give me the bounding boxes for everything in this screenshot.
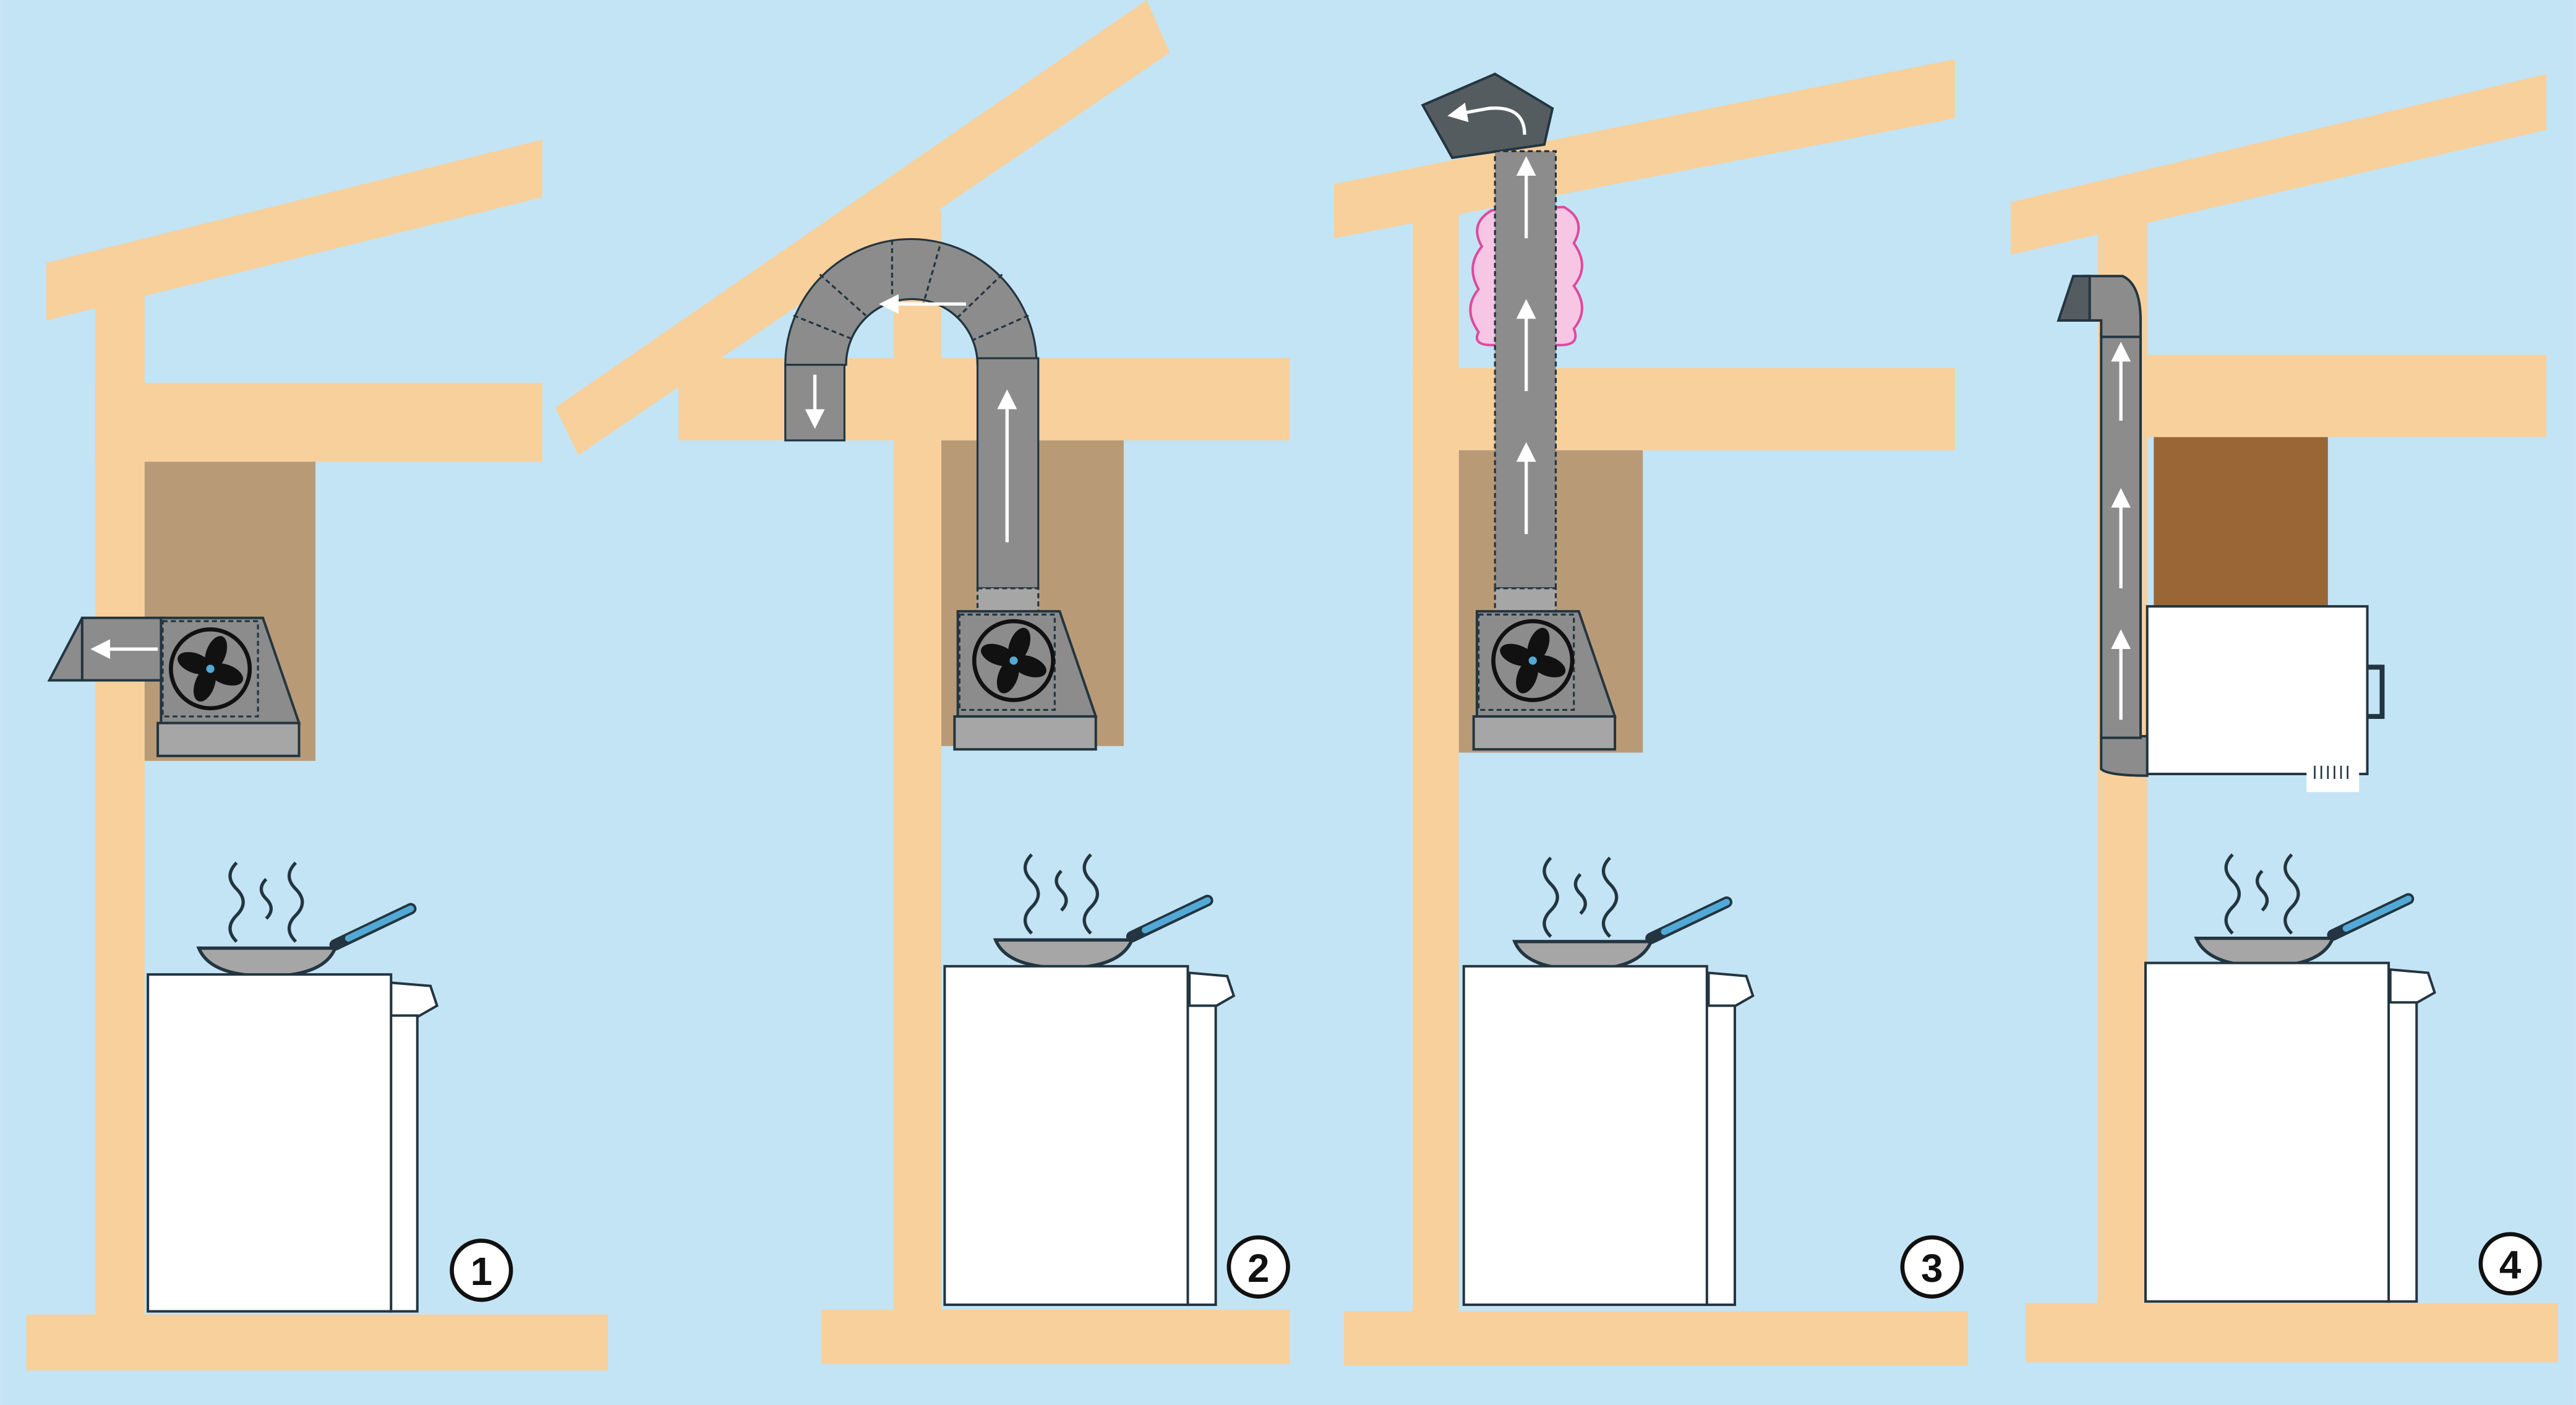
floor-plate: [821, 1309, 1290, 1364]
fan-icon: [169, 627, 252, 711]
wall-cap: [2056, 275, 2091, 322]
rafter: [46, 139, 542, 320]
panel-3: 3: [1333, 59, 1969, 1366]
stove: [943, 965, 1236, 1306]
panel-number-badge: 2: [1226, 1235, 1290, 1299]
floor-plate: [26, 1314, 608, 1371]
steam-icon: [228, 861, 304, 943]
steam-icon: [2224, 853, 2300, 935]
stove: [1462, 965, 1755, 1306]
floor-plate: [2026, 1303, 2558, 1362]
wall-stud: [95, 292, 145, 1331]
steam-icon: [1023, 853, 1100, 935]
hood-base: [1472, 715, 1617, 751]
arrow-icon: [1447, 102, 1526, 135]
panel-number-badge: 4: [2478, 1232, 2542, 1295]
panel-1: 1: [26, 139, 608, 1371]
ceiling-joist: [2097, 354, 2547, 437]
panel-2: 2: [555, 0, 1290, 1364]
frying-pan-icon: [196, 903, 417, 978]
floor-plate: [1343, 1311, 1969, 1366]
rafter: [1333, 59, 1955, 239]
stove: [147, 973, 439, 1313]
hood-base: [953, 715, 1097, 751]
panel-number: 3: [1921, 1246, 1943, 1291]
stove: [2144, 961, 2436, 1303]
cabinet: [2154, 437, 2328, 608]
ceiling-joist: [95, 382, 542, 462]
frying-pan-icon: [1512, 896, 1732, 971]
frying-pan-icon: [2194, 893, 2415, 968]
panel-number-badge: 3: [1900, 1235, 1964, 1299]
roof-cap: [1421, 72, 1554, 160]
microwave: [2146, 605, 2385, 793]
panel-4: 4: [2011, 74, 2558, 1362]
frying-pan-icon: [993, 895, 1213, 970]
panel-number: 1: [471, 1249, 492, 1294]
steam-icon: [1543, 856, 1619, 938]
hood-base: [156, 721, 301, 757]
fan-icon: [972, 619, 1055, 702]
rafter: [555, 0, 1170, 455]
fan-icon: [1491, 619, 1575, 702]
panel-number: 4: [2499, 1242, 2522, 1287]
rafter: [2011, 74, 2547, 255]
panel-number-badge: 1: [450, 1239, 513, 1302]
panel-number: 2: [1247, 1246, 1269, 1291]
